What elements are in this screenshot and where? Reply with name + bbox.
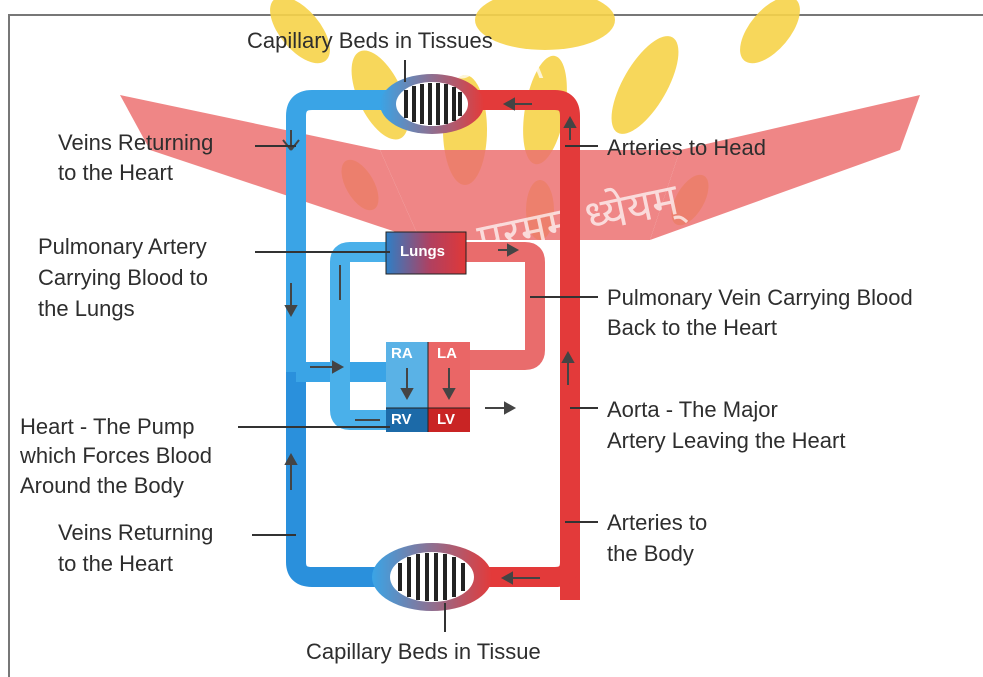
la-label: LA: [437, 345, 457, 362]
label-heart-1: Heart - The Pump: [20, 412, 194, 442]
capillary-bed-top: [380, 74, 484, 134]
label-pulm-artery-3: the Lungs: [38, 294, 135, 324]
label-arteries-body-1: Arteries to: [607, 508, 707, 538]
lungs-label: Lungs: [400, 243, 445, 260]
capillary-bed-bottom: [372, 543, 492, 611]
label-pulm-vein-2: Back to the Heart: [607, 313, 777, 343]
label-pulm-artery-1: Pulmonary Artery: [38, 232, 207, 262]
label-aorta-2: Artery Leaving the Heart: [607, 426, 845, 456]
rv-label: RV: [391, 411, 412, 428]
label-capillary-bottom: Capillary Beds in Tissue: [306, 637, 541, 667]
label-pulm-vein-1: Pulmonary Vein Carrying Blood: [607, 283, 913, 313]
label-heart-3: Around the Body: [20, 471, 184, 501]
label-veins-bottom-1: Veins Returning: [58, 518, 213, 548]
label-veins-bottom-2: to the Heart: [58, 549, 173, 579]
label-heart-2: which Forces Blood: [20, 441, 212, 471]
label-veins-top-1: Veins Returning: [58, 128, 213, 158]
label-arteries-head: Arteries to Head: [607, 133, 766, 163]
label-pulm-artery-2: Carrying Blood to: [38, 263, 208, 293]
label-veins-top-2: to the Heart: [58, 158, 173, 188]
label-arteries-body-2: the Body: [607, 539, 694, 569]
label-aorta-1: Aorta - The Major: [607, 395, 778, 425]
label-capillary-top: Capillary Beds in Tissues: [247, 26, 493, 56]
lv-label: LV: [437, 411, 455, 428]
ra-label: RA: [391, 345, 413, 362]
